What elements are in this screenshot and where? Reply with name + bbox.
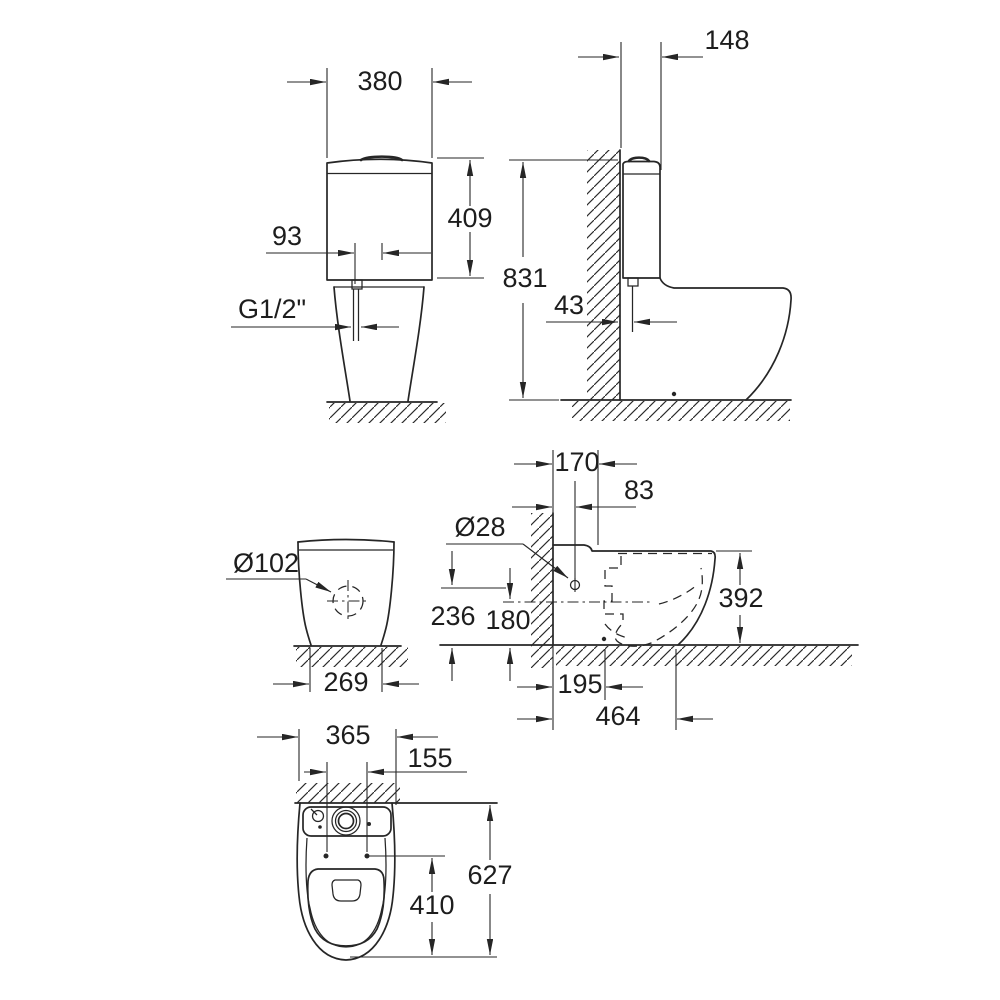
- dim-seat-hole-to-front: 410: [369, 855, 455, 955]
- dim-inlet-offset: 93: [266, 221, 431, 284]
- dim-supply-height: 236: [430, 551, 506, 681]
- cistern-profile: [622, 160, 661, 279]
- dim-label-180: 180: [485, 605, 530, 635]
- dim-label-195: 195: [557, 669, 602, 699]
- wall-hatch-section: [531, 513, 553, 668]
- dim-base-width: 269: [273, 648, 419, 697]
- cistern-outline: [326, 158, 433, 281]
- dim-label-236: 236: [430, 601, 475, 631]
- wall-hatch: [587, 150, 620, 400]
- flush-button-mid: [334, 809, 358, 833]
- dim-label-148: 148: [704, 25, 749, 55]
- inlet-cap-tick: [310, 808, 318, 816]
- floor-hatch: [329, 403, 446, 423]
- bowl-section-outline: [552, 544, 717, 646]
- floor-hatch-side: [572, 401, 790, 421]
- dim-supply-diameter: Ø28: [446, 512, 569, 579]
- dim-outlet-height: 180: [485, 568, 531, 681]
- side-view: 148 831 43: [502, 25, 792, 421]
- dim-label-o28: Ø28: [454, 512, 505, 542]
- dim-label-43: 43: [554, 290, 584, 320]
- rear-left-side: [297, 541, 312, 646]
- seat-hole-right: [364, 853, 370, 859]
- rear-right-side: [380, 541, 395, 646]
- bowl-outer-outline: [296, 802, 396, 961]
- dim-label-o102: Ø102: [233, 548, 299, 578]
- dim-label-365: 365: [325, 720, 370, 750]
- floor-hatch-rear: [296, 647, 408, 667]
- dim-label-155: 155: [407, 743, 452, 773]
- flush-button-inner: [337, 812, 355, 830]
- front-view: 380 409 93 G1/2": [231, 66, 493, 423]
- plan-view: 365 155 410 627: [257, 720, 513, 961]
- overflow-dot: [367, 822, 371, 826]
- trapway-dashed: [603, 556, 703, 647]
- dim-flush-pipe-offset: 43: [546, 290, 677, 326]
- flush-button-outer: [331, 806, 361, 836]
- inner-bowl-outline: [306, 868, 386, 947]
- wall-hatch-plan: [296, 783, 400, 803]
- pedestal-left-side: [333, 286, 351, 402]
- dim-front-width: 380: [287, 66, 472, 158]
- dim-outlet-diameter: Ø102: [226, 548, 332, 593]
- dim-base-depth: 464: [517, 649, 713, 731]
- floor-hatch-section: [556, 646, 852, 666]
- dim-supply-offset: 83: [512, 475, 654, 580]
- dim-label-627: 627: [467, 860, 512, 890]
- flush-valve-stub: [627, 277, 639, 287]
- inlet-dot: [318, 825, 322, 829]
- seat-hole-left: [323, 853, 329, 859]
- dim-total-depth: 627: [350, 805, 513, 958]
- dim-label-409: 409: [447, 203, 492, 233]
- rear-view: Ø102 269: [226, 538, 419, 697]
- flush-button-edge-side: [627, 156, 651, 163]
- dim-label-83: 83: [624, 475, 654, 505]
- dim-label-269: 269: [323, 667, 368, 697]
- dim-label-410: 410: [409, 890, 454, 920]
- outlet-point: [601, 636, 607, 642]
- rear-top-edge: [297, 538, 395, 543]
- dim-cistern-depth: 148: [578, 25, 750, 170]
- dim-total-height: 831: [502, 159, 618, 401]
- dim-label-g12: G1/2": [238, 294, 306, 324]
- flush-button-edge: [359, 155, 404, 162]
- dim-outlet-setout: 195: [517, 645, 643, 730]
- dim-label-170: 170: [554, 447, 599, 477]
- reference-point: [671, 391, 677, 397]
- dim-rim-height: 392: [716, 550, 764, 643]
- dim-bowl-width: 365: [257, 720, 438, 805]
- pedestal-right-side: [407, 286, 425, 402]
- dim-label-464: 464: [595, 701, 640, 731]
- water-surface: [331, 879, 362, 902]
- inlet-cap: [311, 809, 325, 823]
- dim-label-93: 93: [272, 221, 302, 251]
- dim-label-392: 392: [718, 583, 763, 613]
- dim-label-831: 831: [502, 263, 547, 293]
- section-view: 170 83 Ø28 236 180 392: [430, 447, 859, 731]
- bowl-inner-offset: [305, 837, 387, 948]
- bowl-profile-side: [659, 277, 792, 401]
- dim-label-380: 380: [357, 66, 402, 96]
- dim-inlet-thread: G1/2": [231, 294, 399, 331]
- dim-rim-depth: 170: [514, 447, 637, 545]
- inlet-valve-stub: [351, 279, 363, 290]
- dim-seat-hole-spacing: 155: [304, 743, 467, 852]
- dim-cistern-height: 409: [437, 157, 493, 279]
